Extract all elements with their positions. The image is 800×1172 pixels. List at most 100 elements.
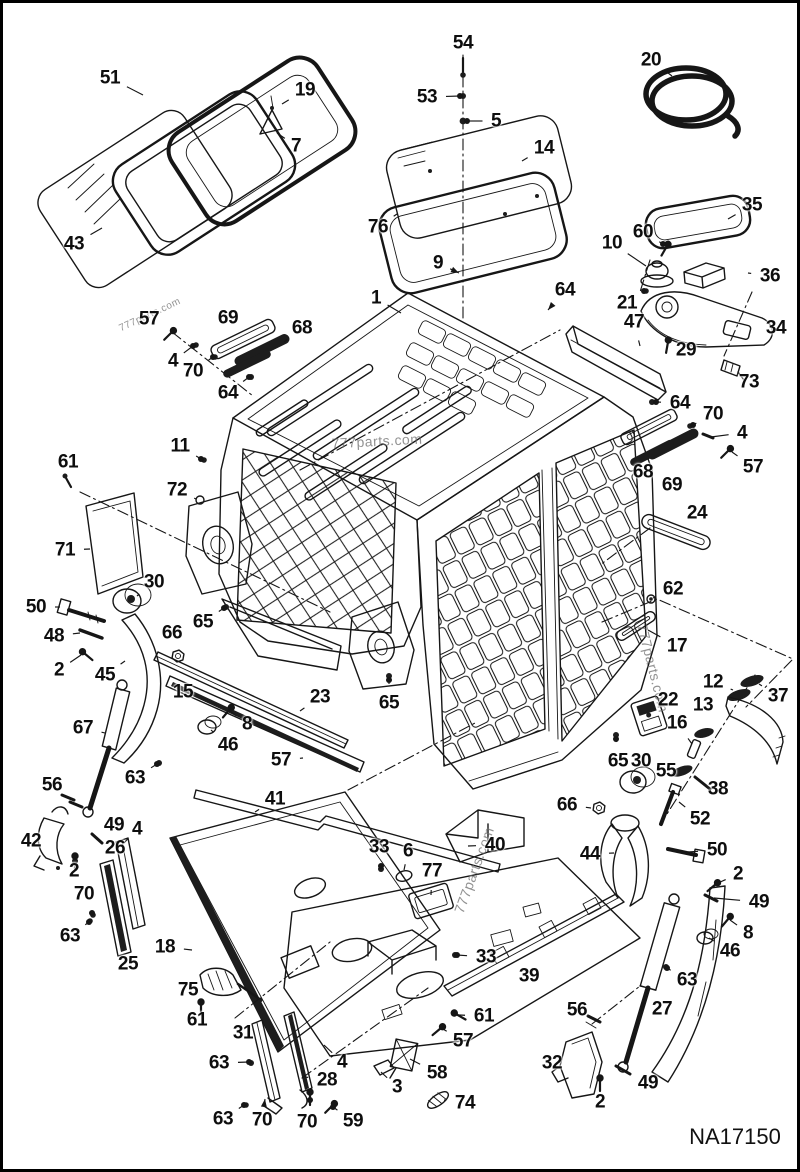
callout-label-45: 45 bbox=[94, 664, 116, 686]
roof-lattice bbox=[397, 320, 547, 418]
callout-label-69: 69 bbox=[217, 307, 239, 329]
callout-label-26: 26 bbox=[104, 837, 126, 859]
callout-label-13: 13 bbox=[692, 694, 714, 716]
callout-label-39: 39 bbox=[518, 965, 540, 987]
callout-label-46: 46 bbox=[217, 734, 239, 756]
callout-label-14: 14 bbox=[533, 137, 555, 159]
callout-label-46: 46 bbox=[719, 940, 741, 962]
callout-label-3: 3 bbox=[391, 1076, 403, 1098]
rear-window-group bbox=[37, 55, 358, 289]
callout-label-61: 61 bbox=[57, 451, 79, 473]
callout-label-71: 71 bbox=[54, 539, 76, 561]
callout-label-32: 32 bbox=[541, 1052, 563, 1074]
right-parts-group bbox=[551, 399, 794, 1099]
callout-label-70: 70 bbox=[296, 1111, 318, 1133]
callout-label-64: 64 bbox=[217, 382, 239, 404]
callout-label-30: 30 bbox=[143, 571, 165, 593]
callout-label-25: 25 bbox=[117, 953, 139, 975]
callout-label-9: 9 bbox=[432, 252, 444, 274]
callout-label-22: 22 bbox=[657, 689, 679, 711]
callout-label-56: 56 bbox=[566, 999, 588, 1021]
callout-label-52: 52 bbox=[689, 808, 711, 830]
callout-label-77: 77 bbox=[421, 860, 443, 882]
callout-label-51: 51 bbox=[99, 67, 121, 89]
callout-label-65: 65 bbox=[378, 692, 400, 714]
callout-label-55: 55 bbox=[655, 760, 677, 782]
callout-label-68: 68 bbox=[291, 317, 313, 339]
callout-label-44: 44 bbox=[579, 843, 601, 865]
callout-label-57: 57 bbox=[138, 308, 160, 330]
callout-label-2: 2 bbox=[53, 659, 65, 681]
callout-label-54: 54 bbox=[452, 32, 474, 54]
callout-label-24: 24 bbox=[686, 502, 708, 524]
callout-label-17: 17 bbox=[666, 635, 688, 657]
callout-label-2: 2 bbox=[594, 1091, 606, 1113]
callout-label-4: 4 bbox=[336, 1051, 348, 1073]
callout-label-18: 18 bbox=[154, 936, 176, 958]
callout-label-66: 66 bbox=[161, 622, 183, 644]
callout-label-70: 70 bbox=[251, 1109, 273, 1131]
callout-label-61: 61 bbox=[473, 1005, 495, 1027]
callout-label-8: 8 bbox=[742, 922, 754, 944]
callout-label-8: 8 bbox=[241, 713, 253, 735]
callout-label-53: 53 bbox=[416, 86, 438, 108]
callout-label-49: 49 bbox=[103, 814, 125, 836]
cab-structure bbox=[79, 292, 658, 791]
callout-label-63: 63 bbox=[208, 1052, 230, 1074]
callout-label-36: 36 bbox=[759, 265, 781, 287]
callout-label-76: 76 bbox=[367, 216, 389, 238]
panel-group bbox=[169, 791, 449, 1116]
callout-label-7: 7 bbox=[290, 135, 302, 157]
callout-label-4: 4 bbox=[131, 818, 143, 840]
callout-label-48: 48 bbox=[43, 625, 65, 647]
callout-label-38: 38 bbox=[707, 778, 729, 800]
callout-label-43: 43 bbox=[63, 233, 85, 255]
callout-label-61: 61 bbox=[186, 1009, 208, 1031]
callout-label-31: 31 bbox=[232, 1022, 254, 1044]
callout-label-21: 21 bbox=[616, 292, 638, 314]
hose-console-group bbox=[565, 65, 774, 401]
callout-label-16: 16 bbox=[666, 712, 688, 734]
callout-label-64: 64 bbox=[554, 279, 576, 301]
callout-label-64: 64 bbox=[669, 392, 691, 414]
callout-label-27: 27 bbox=[651, 998, 673, 1020]
callout-label-2: 2 bbox=[732, 863, 744, 885]
callout-label-63: 63 bbox=[124, 767, 146, 789]
callout-label-73: 73 bbox=[738, 371, 760, 393]
drawing-number: NA17150 bbox=[689, 1124, 781, 1149]
callout-label-56: 56 bbox=[41, 774, 63, 796]
callout-label-65: 65 bbox=[607, 750, 629, 772]
callout-label-50: 50 bbox=[25, 596, 47, 618]
callout-label-47: 47 bbox=[623, 311, 645, 333]
callout-label-60: 60 bbox=[632, 221, 654, 243]
floor-frame-group bbox=[193, 673, 641, 1057]
callout-label-1: 1 bbox=[370, 287, 382, 309]
callout-label-63: 63 bbox=[676, 969, 698, 991]
callout-label-67: 67 bbox=[72, 717, 94, 739]
callout-label-4: 4 bbox=[736, 422, 748, 444]
callout-label-28: 28 bbox=[316, 1069, 338, 1091]
callout-label-49: 49 bbox=[748, 891, 770, 913]
callout-label-4: 4 bbox=[167, 350, 179, 372]
callout-label-58: 58 bbox=[426, 1062, 448, 1084]
callout-label-70: 70 bbox=[182, 360, 204, 382]
callout-label-23: 23 bbox=[309, 686, 331, 708]
callout-label-57: 57 bbox=[270, 749, 292, 771]
callout-label-62: 62 bbox=[662, 578, 684, 600]
roof-window-group bbox=[378, 54, 573, 319]
callout-label-41: 41 bbox=[264, 788, 286, 810]
callout-label-30: 30 bbox=[630, 750, 652, 772]
callout-label-70: 70 bbox=[73, 883, 95, 905]
callout-label-42: 42 bbox=[20, 830, 42, 852]
callout-label-65: 65 bbox=[192, 611, 214, 633]
callout-label-19: 19 bbox=[294, 79, 316, 101]
callout-label-68: 68 bbox=[632, 461, 654, 483]
callout-label-20: 20 bbox=[640, 49, 662, 71]
callout-label-63: 63 bbox=[59, 925, 81, 947]
callout-label-29: 29 bbox=[675, 339, 697, 361]
callout-label-33: 33 bbox=[368, 836, 390, 858]
callout-label-57: 57 bbox=[742, 456, 764, 478]
callout-label-74: 74 bbox=[454, 1092, 476, 1114]
callout-label-49: 49 bbox=[637, 1072, 659, 1094]
